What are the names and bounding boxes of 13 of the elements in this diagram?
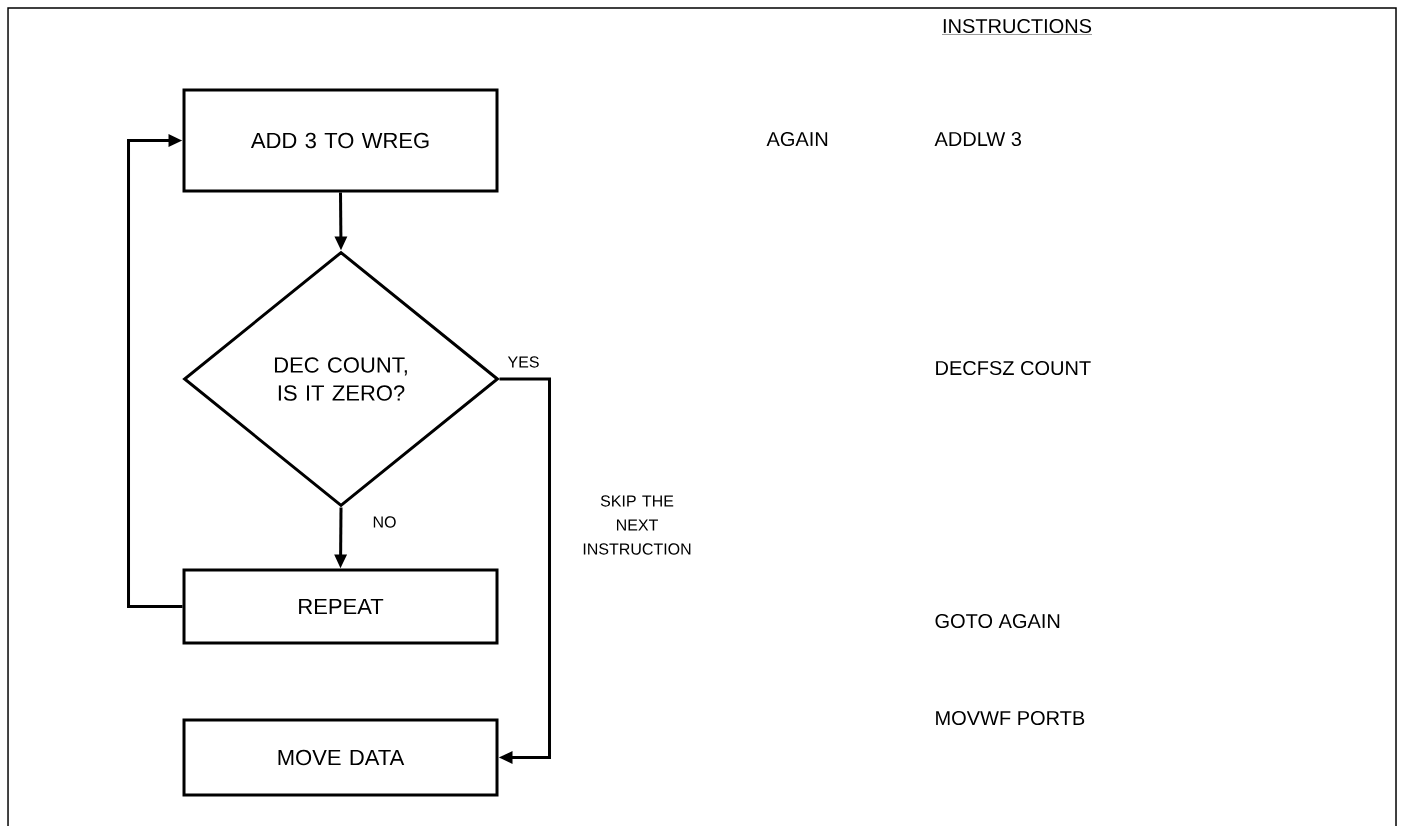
instruction-text: ADDLW 3 bbox=[934, 131, 1022, 147]
instruction-text: DECFSZ COUNT bbox=[936, 360, 1091, 376]
note-text: SKIP THE NEXT INSTRUCTION bbox=[583, 495, 691, 555]
edge-label: YES bbox=[506, 355, 541, 369]
instruction-text: GOTO AGAIN bbox=[935, 613, 1060, 629]
instruction-text: MOVWF PORTB bbox=[936, 710, 1085, 726]
heading: INSTRUCTIONS bbox=[941, 18, 1093, 35]
arrow bbox=[127, 134, 183, 608]
instruction-text: AGAIN bbox=[766, 131, 828, 147]
process-box: MOVE DATA bbox=[182, 718, 499, 797]
process-box: REPEAT bbox=[182, 568, 499, 645]
edge-label: NO bbox=[371, 515, 398, 529]
process-box: ADD 3 TO WREG bbox=[182, 88, 499, 193]
